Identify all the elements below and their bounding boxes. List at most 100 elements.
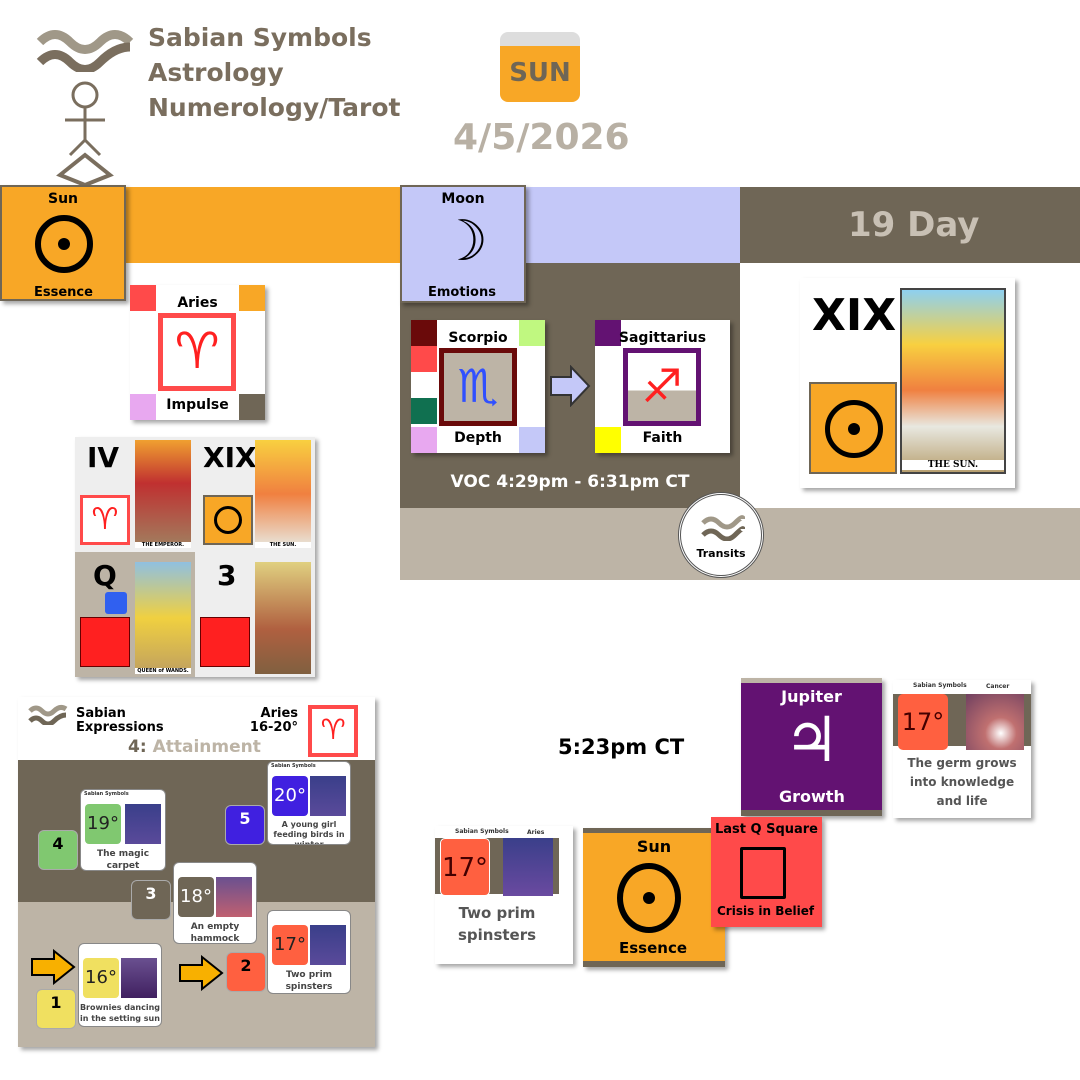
sagittarius-title: Sagittarius: [618, 330, 707, 346]
arrow-right-icon: [549, 364, 591, 411]
water-icon: [105, 592, 127, 614]
range: 16-20°: [249, 720, 298, 735]
step-num: 3: [145, 884, 157, 903]
degree: 17°: [272, 925, 308, 965]
day-sun-card: [809, 382, 897, 474]
symbol-image: [310, 925, 346, 965]
sign: Aries: [260, 706, 298, 721]
transits-button[interactable]: Transits: [678, 492, 764, 578]
aries-symbol-icon: ♈: [80, 495, 130, 545]
sun-transit-card[interactable]: Sun Essence: [583, 828, 725, 967]
day-banner: 19 Day: [848, 205, 980, 245]
symbol-image: [310, 776, 346, 816]
emperor-card-image: THE EMPEROR.: [135, 440, 191, 548]
step-badge: 3: [131, 880, 171, 920]
sun-sabian-card[interactable]: Sabian Symbols Aries 17° Two prim spinst…: [435, 826, 573, 964]
jupiter-card[interactable]: Jupiter ♃ Growth: [741, 678, 882, 816]
stage-name: Attainment: [152, 737, 261, 757]
step-num: 4: [52, 834, 64, 853]
aries-card[interactable]: Aries ♈ Impulse: [130, 285, 265, 420]
symbol-image: [966, 694, 1024, 750]
scorpio-card[interactable]: Scorpio ♏ Depth: [411, 320, 545, 453]
sabian-card[interactable]: Sabian Symbols 20° A young girl feeding bi…: [267, 761, 351, 845]
symbol-text: Two prim spinsters: [457, 904, 537, 944]
tarot-card-name: THE EMPEROR.: [135, 542, 191, 548]
step-badge: 1: [36, 989, 76, 1029]
symbol-text: The germ grows into knowledge and life: [907, 756, 1017, 808]
header-lines: Sabian Symbols Astrology Numerology/Taro…: [148, 20, 400, 125]
numeral: 3: [217, 559, 237, 592]
day-numeral: XIX: [812, 290, 897, 341]
numeral: IV: [87, 441, 120, 474]
header-line: Sabian Symbols: [148, 23, 372, 52]
card-header: Sabian Symbols: [455, 828, 509, 835]
degree: 20°: [272, 776, 308, 816]
day-band: [740, 187, 1080, 263]
symbol-image: [503, 838, 553, 896]
scorpio-title: Scorpio: [448, 330, 508, 346]
header-line: Astrology: [148, 58, 284, 87]
sun-symbol-icon: [35, 215, 93, 273]
symbol-text: The magic carpet: [96, 849, 150, 871]
card-sign: Cancer: [986, 683, 1010, 690]
moon-title: Moon: [441, 191, 485, 207]
day-tarot-card[interactable]: XIX THE SUN.: [800, 278, 1015, 488]
sun-card[interactable]: Sun Essence: [0, 185, 126, 301]
logo-wave-icon: [35, 22, 135, 74]
tarot-card-name: THE SUN.: [902, 460, 1004, 470]
sabian-card[interactable]: 16°Brownies dancing in the setting sun: [78, 943, 162, 1027]
date: 4/5/2026: [453, 117, 630, 158]
aspect-title: Last Q Square: [714, 822, 819, 837]
step-num: 2: [240, 956, 252, 975]
jupiter-sabian-card[interactable]: Sabian Symbols Cancer 17° The germ grows…: [893, 680, 1031, 818]
step-badge: 4: [38, 830, 78, 870]
sagittarius-label: Faith: [642, 430, 683, 446]
symbol-text: An empty hammock: [190, 922, 240, 944]
wand-icon: [80, 617, 130, 667]
degree: 18°: [178, 877, 214, 917]
sabian-card[interactable]: 18° An empty hammock: [173, 862, 257, 944]
step-badge: 2: [226, 952, 266, 992]
sun-symbol-icon: [825, 400, 883, 458]
aries-title: Aries: [177, 295, 218, 311]
aries-symbol-icon: ♈: [158, 313, 236, 391]
calendar-icon: SUN: [500, 32, 580, 102]
sun-symbol-icon: [203, 495, 253, 545]
aries-label: Impulse: [166, 397, 229, 413]
scorpio-label: Depth: [454, 430, 502, 446]
tarot-card-name: QUEEN of WANDS.: [135, 668, 191, 674]
sun-label: Essence: [34, 285, 93, 300]
aspect-label: Crisis in Belief: [717, 904, 815, 918]
sagittarius-card[interactable]: Sagittarius ♐ Faith: [595, 320, 730, 453]
symbol-text: Two prim spinsters: [285, 970, 333, 992]
moon-card[interactable]: Moon ☽ Emotions: [400, 185, 526, 303]
aries-symbol-icon: ♈: [308, 705, 358, 757]
step-num: 5: [239, 809, 251, 828]
sun-label: Essence: [619, 939, 688, 957]
card-sign: Aries: [527, 829, 545, 836]
numeral: XIX: [203, 441, 257, 474]
logo-figure-icon: [55, 80, 115, 188]
degree: 17°: [898, 694, 948, 750]
symbol-text: Brownies dancing in the setting sun: [79, 1003, 161, 1023]
jupiter-title: Jupiter: [781, 687, 842, 706]
aspect-card[interactable]: Last Q Square Crisis in Belief: [711, 817, 822, 927]
sabian-card[interactable]: 17° Two prim spinsters: [267, 910, 351, 994]
queen-wands-image: QUEEN of WANDS.: [135, 562, 191, 674]
card-header: Sabian Symbols: [84, 791, 129, 797]
sun-symbol-icon: [617, 863, 681, 933]
sagittarius-symbol-icon: ♐: [623, 348, 701, 426]
card-header: Sabian Symbols: [271, 763, 316, 769]
wand-icon: [200, 617, 250, 667]
three-wands-image: [255, 562, 311, 674]
symbol-text: A young girl feeding birds in winter: [273, 820, 345, 845]
moon-label: Emotions: [428, 285, 496, 300]
sun-title: Sun: [47, 191, 79, 207]
wave-icon: [701, 515, 745, 541]
step-badge: 5: [225, 805, 265, 845]
arrow-right-icon: [31, 949, 76, 985]
